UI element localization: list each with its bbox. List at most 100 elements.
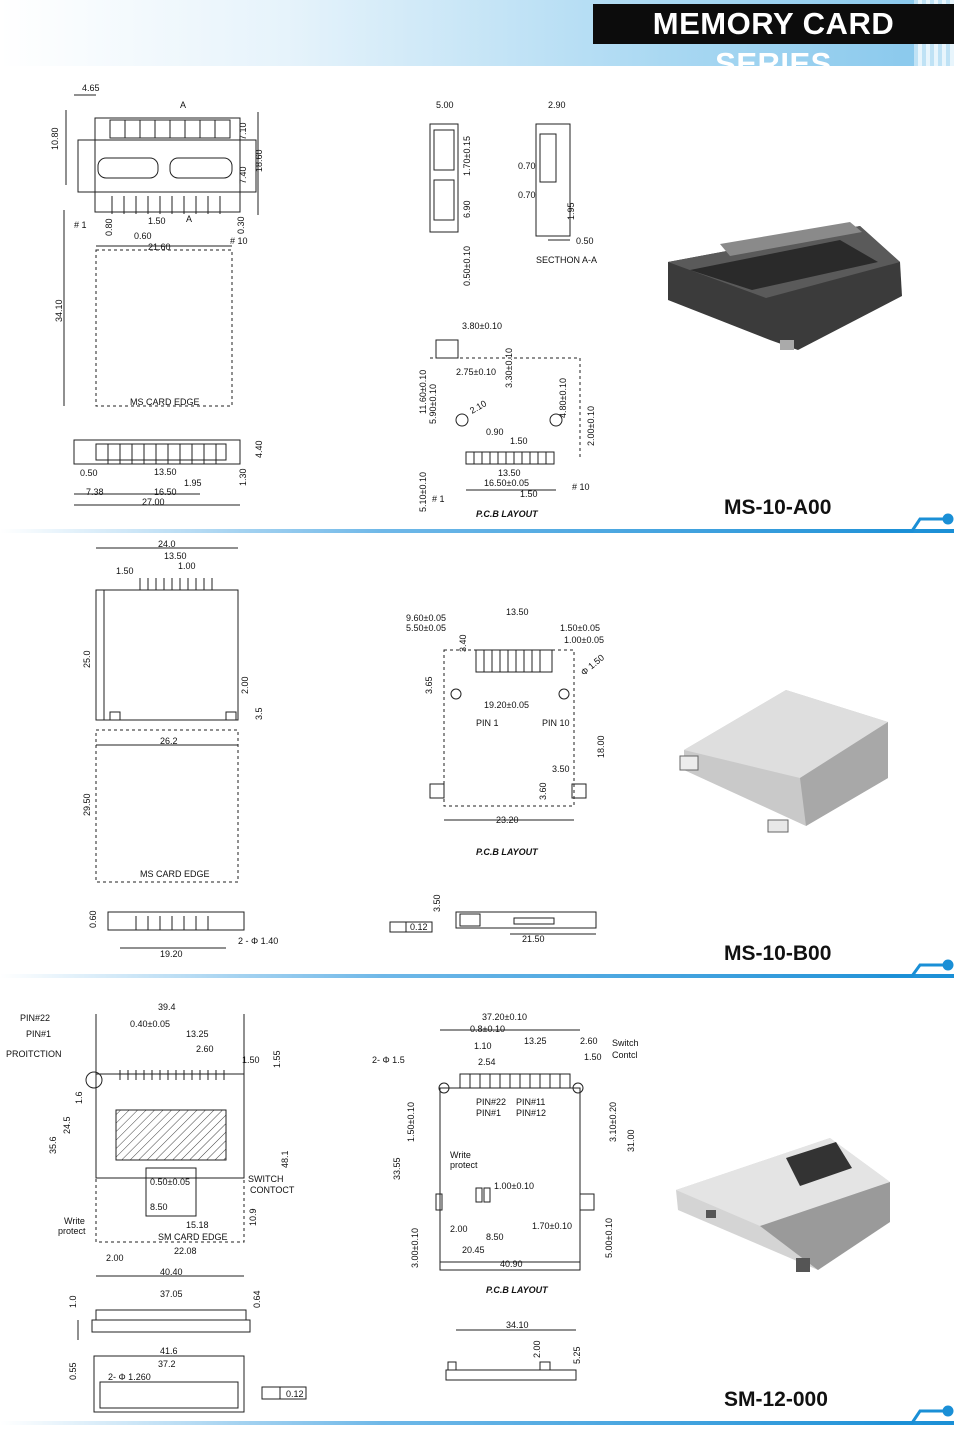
- dim-40-40: 40.40: [160, 1267, 183, 1277]
- dim-11-60: 11.60±0.10: [418, 370, 428, 414]
- dim-1-30: 1.30: [238, 468, 248, 486]
- pcb-pin10-label: # 10: [572, 482, 590, 492]
- switch-label: SWITCH: [248, 1174, 284, 1184]
- dim-31-00: 31.00: [626, 1129, 636, 1152]
- dim-34-10-side: 34.10: [506, 1320, 529, 1330]
- write-label: Write: [64, 1216, 85, 1226]
- ms-10-a00-pcb-layout: [430, 339, 581, 491]
- dim-1-50-b: 1.50: [116, 566, 134, 576]
- protect-label: protect: [58, 1226, 86, 1236]
- pcb-pin11-label: PIN#11: [516, 1097, 545, 1107]
- pin-10-label-b: PIN 10: [542, 718, 570, 728]
- dim-19-20: 19.20: [160, 949, 183, 959]
- dim-0-30: 0.30: [236, 216, 246, 234]
- dim-0-50-side: 0.50: [576, 236, 594, 246]
- protection-label: PROITCTION: [6, 1049, 62, 1059]
- dim-1-50-pcb: 1.50: [510, 436, 528, 446]
- dim-13-50-b: 13.50: [164, 551, 187, 561]
- dim-25-0: 25.0: [82, 650, 92, 668]
- dim-2-00-side: 2.00: [532, 1340, 542, 1358]
- dim-0-12-sm: 0.12: [286, 1389, 304, 1399]
- dim-2-phi-1-5: 2- Φ 1.5: [372, 1055, 405, 1065]
- dim-phi-2-10: 2.10: [468, 398, 488, 415]
- cut-label-a-bottom: A: [186, 214, 192, 224]
- dim-13-25: 13.25: [186, 1029, 209, 1039]
- dim-5-25: 5.25: [572, 1346, 582, 1364]
- sm-12-000-front-view: [77, 1309, 251, 1413]
- dim-7-40: 7.40: [238, 166, 248, 184]
- pcb-layout-label-3: P.C.B LAYOUT: [486, 1285, 549, 1295]
- dim-9-60: 9.60±0.05: [406, 613, 446, 623]
- page-title: MEMORY CARD SERIES: [593, 4, 954, 81]
- dim-0-8: 0.8±0.10: [470, 1024, 505, 1034]
- dim-4-80: 4.80±0.10: [558, 378, 568, 418]
- divider-arrow-1: [880, 513, 954, 533]
- dim-7-10: 7.10: [238, 122, 248, 140]
- dim-3-00: 3.00±0.10: [410, 1228, 420, 1268]
- dim-40-90: 40.90: [500, 1259, 523, 1269]
- dim-16-50-pcb: 16.50±0.05: [484, 478, 529, 488]
- pin1-label-sm: PIN#1: [26, 1029, 51, 1039]
- ms-card-edge-label: MS CARD EDGE: [130, 397, 200, 407]
- dim-2-60-pcb: 2.60: [580, 1036, 598, 1046]
- dim-24-0: 24.0: [158, 539, 176, 549]
- ms-10-b00-front-view: [107, 911, 245, 949]
- dim-19-20-pcb: 19.20±0.05: [484, 700, 529, 710]
- dim-5-00: 5.00±0.10: [604, 1218, 614, 1258]
- dim-18-60: 18.60: [254, 149, 264, 172]
- dim-0-50: 0.50: [80, 468, 98, 478]
- dim-1-50-pcb-b: 1.50: [520, 489, 538, 499]
- dim-8-50-pcb: 8.50: [486, 1232, 504, 1242]
- dim-10-9: 10.9: [248, 1208, 258, 1226]
- dim-20-45: 20.45: [462, 1245, 485, 1255]
- sm-12-000-pcb-layout: [435, 1029, 595, 1271]
- dim-1-6: 1.6: [74, 1091, 84, 1104]
- dim-3-50-pcb: 3.50: [552, 764, 570, 774]
- cut-label-a-top: A: [180, 100, 186, 110]
- pcb-layout-label-2: P.C.B LAYOUT: [476, 847, 539, 857]
- dim-1-50-05: 1.50±0.05: [560, 623, 600, 633]
- pin-1-label-b: PIN 1: [476, 718, 499, 728]
- dim-35-6: 35.6: [48, 1136, 58, 1154]
- dim-2-00-pcb: 2.00: [450, 1224, 468, 1234]
- dim-1-50-pcb-sm: 1.50: [584, 1052, 602, 1062]
- sm-12-000-photo: [676, 1138, 890, 1272]
- dim-1-00-05: 1.00±0.05: [564, 635, 604, 645]
- dim-2-60: 2.60: [196, 1044, 214, 1054]
- model-label-ms-10-a00: MS-10-A00: [724, 496, 832, 519]
- divider-arrow-3: [880, 1405, 954, 1425]
- sm-12-000-side-view: [445, 1329, 577, 1381]
- dim-10-80: 10.80: [50, 127, 60, 150]
- ms-10-b00-top-view: [95, 547, 239, 883]
- dim-26-2: 26.2: [160, 736, 178, 746]
- dim-2-00-sm: 2.00: [106, 1253, 124, 1263]
- pin10-label: # 10: [230, 236, 248, 246]
- section-a-a-label: SECTHON A-A: [536, 255, 597, 265]
- dim-3-40: 3.40: [458, 634, 468, 652]
- dim-24-5: 24.5: [62, 1116, 72, 1134]
- section-divider-3: [0, 1421, 954, 1425]
- dim-0-50-sm: 0.50±0.05: [150, 1177, 190, 1187]
- dim-3-50-side: 3.50: [432, 894, 442, 912]
- dim-0-80: 0.80: [104, 218, 114, 236]
- dim-37-20: 37.20±0.10: [482, 1012, 527, 1022]
- model-label-sm-12-000: SM-12-000: [724, 1388, 828, 1411]
- header-banner: MEMORY CARD SERIES: [0, 0, 954, 81]
- dim-2-75: 2.75±0.10: [456, 367, 496, 377]
- flatness-box: [279, 1386, 307, 1400]
- dim-0-12: 0.12: [410, 922, 428, 932]
- ms-10-b00-side-view: [389, 911, 597, 935]
- model-label-ms-10-b00: MS-10-B00: [724, 942, 832, 965]
- dim-1-10: 1.10: [474, 1041, 492, 1051]
- dim-37-05: 37.05: [160, 1289, 183, 1299]
- divider-arrow-2: [880, 959, 954, 978]
- dim-5-00: 5.00: [436, 100, 454, 110]
- ms-10-a00-top-view: [63, 94, 259, 407]
- dim-21-60: 21.60: [148, 242, 171, 252]
- dim-2-90: 2.90: [548, 100, 566, 110]
- ms-10-a00-photo: [668, 222, 902, 350]
- dim-2-54: 2.54: [478, 1057, 496, 1067]
- dim-2-phi-1-40: 2 - Φ 1.40: [238, 936, 278, 946]
- ms-10-a00-front-view: [73, 439, 241, 506]
